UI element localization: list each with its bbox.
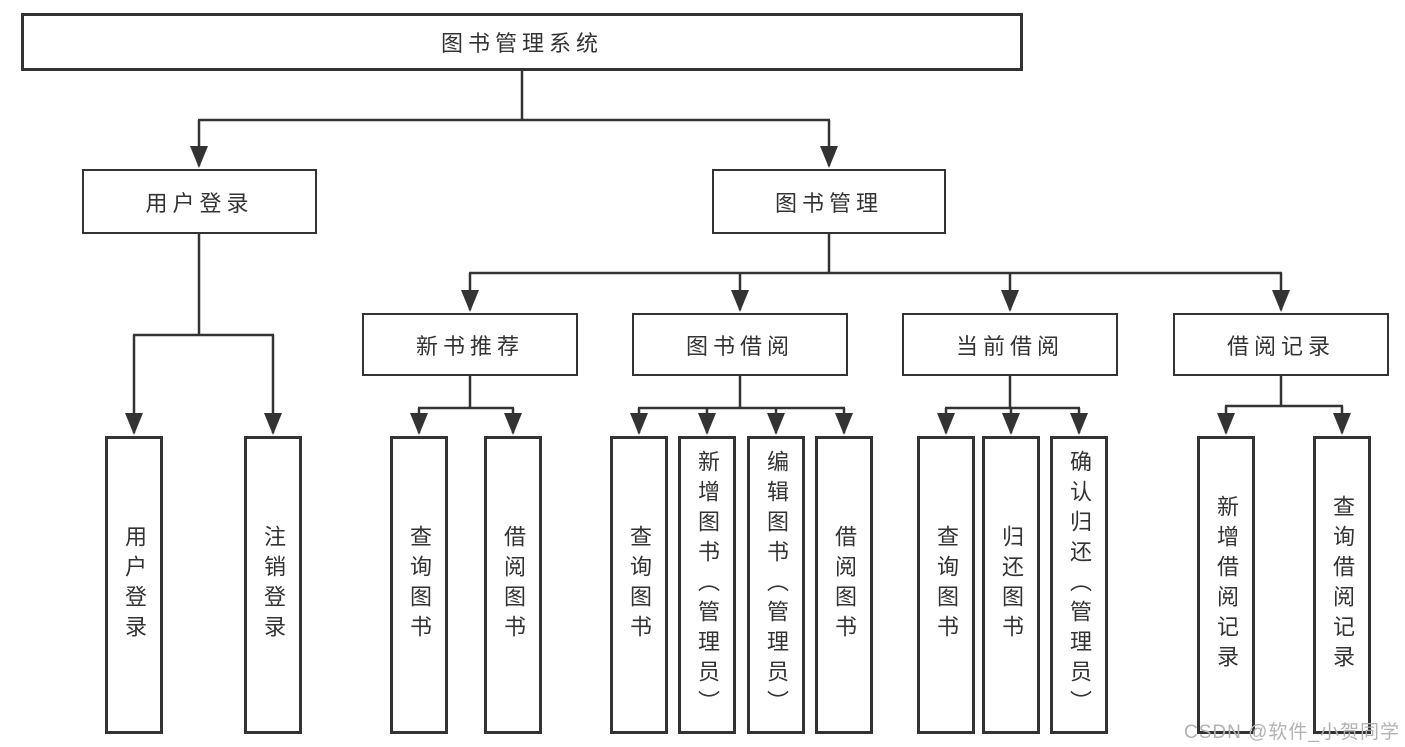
leaf-add-borrow-record: 新增借阅记录 bbox=[1197, 436, 1255, 734]
node-current-borrowing: 当前借阅 bbox=[902, 313, 1118, 376]
leaf-logout: 注销登录 bbox=[244, 436, 302, 734]
leaf-query-books: 查询图书 bbox=[390, 436, 448, 734]
node-book-borrowing: 图书借阅 bbox=[632, 313, 848, 376]
node-user-login: 用户登录 bbox=[82, 169, 317, 234]
node-book-management: 图书管理 bbox=[712, 169, 946, 234]
leaf-query-books-2: 查询图书 bbox=[610, 436, 668, 734]
leaf-confirm-return-admin: 确认归还（管理员） bbox=[1050, 436, 1108, 734]
leaf-borrow-books: 借阅图书 bbox=[484, 436, 542, 734]
leaf-borrow-books-2: 借阅图书 bbox=[815, 436, 873, 734]
node-library-management-system: 图书管理系统 bbox=[21, 13, 1023, 71]
leaf-edit-books-admin: 编辑图书（管理员） bbox=[747, 436, 805, 734]
csdn-watermark: CSDN @软件_小贺同学 bbox=[1184, 722, 1400, 743]
leaf-query-books-3: 查询图书 bbox=[917, 436, 975, 734]
node-new-book-recommendation: 新书推荐 bbox=[362, 313, 578, 376]
node-borrowing-records: 借阅记录 bbox=[1173, 313, 1389, 376]
leaf-add-books-admin: 新增图书（管理员） bbox=[678, 436, 736, 734]
leaf-user-login: 用户登录 bbox=[105, 436, 163, 734]
leaf-query-borrow-record: 查询借阅记录 bbox=[1313, 436, 1371, 734]
connector-lines bbox=[125, 70, 1351, 435]
leaf-return-books: 归还图书 bbox=[982, 436, 1040, 734]
